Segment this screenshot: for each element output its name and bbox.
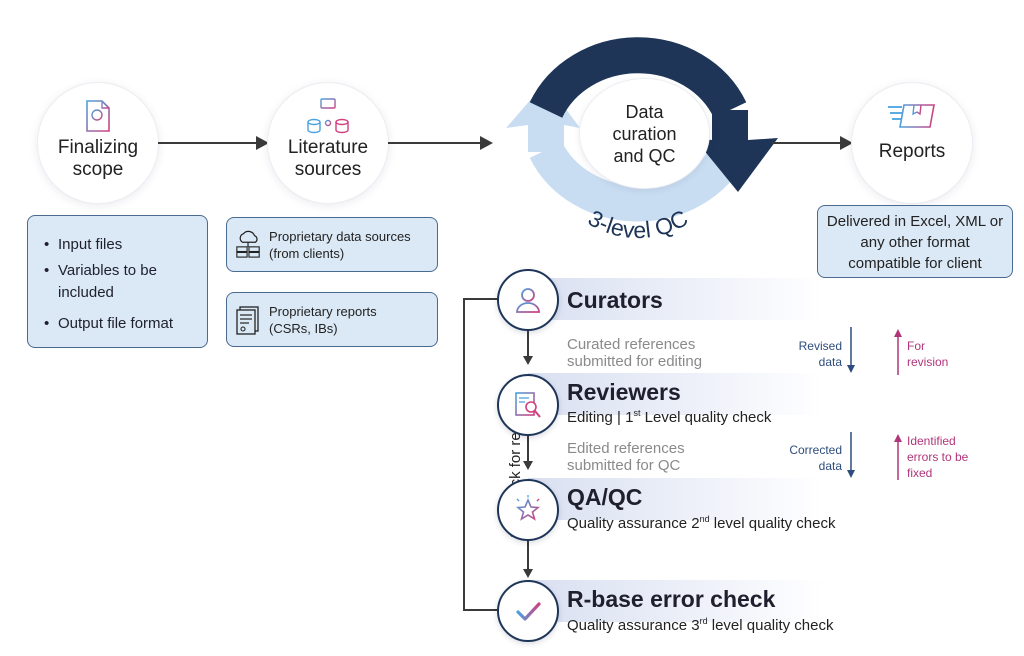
qaqc-subtitle: Quality assurance 2nd level quality chec… [567, 514, 836, 532]
arrow-cycle-to-reports [772, 142, 842, 144]
proprietary-data-label: Proprietary data sources (from clients) [269, 228, 411, 261]
curators-title: Curators [567, 287, 663, 313]
curators-node [497, 269, 559, 331]
reports-stage: Reports [852, 83, 972, 203]
down-arrowhead [523, 356, 533, 365]
database-network-icon [306, 98, 350, 134]
star-icon [515, 495, 541, 521]
report-document-icon [236, 305, 259, 335]
arrowhead [480, 136, 493, 150]
delivery-box: Delivered in Excel, XML or any other for… [817, 205, 1013, 278]
arrow-literature-to-cycle [388, 142, 482, 144]
flow-connector [527, 330, 529, 358]
proprietary-data-box: Proprietary data sources (from clients) [226, 217, 438, 272]
up-arrow-pink [894, 329, 902, 375]
curation-cycle-ring: Curation 3-level QC [506, 0, 778, 243]
rbase-title: R-base error check [567, 586, 776, 612]
reviewers-node [497, 374, 559, 436]
down-arrowhead [523, 569, 533, 578]
report-package-icon [886, 99, 938, 133]
proprietary-reports-label: Proprietary reports (CSRs, IBs) [269, 303, 377, 336]
for-revision-note: For revision [907, 339, 949, 369]
arrow-scope-to-literature [158, 142, 258, 144]
scope-item: Input files [44, 234, 197, 256]
down-arrowhead [523, 461, 533, 470]
rbase-node [497, 580, 559, 642]
literature-sources-label: Literature sources [287, 137, 369, 180]
proprietary-reports-box: Proprietary reports (CSRs, IBs) [226, 292, 438, 347]
up-arrow-pink [894, 434, 902, 480]
cloud-server-icon [236, 230, 260, 258]
scope-details-box: Input files Variables to be included Out… [27, 215, 208, 348]
scope-item: Variables to be included [44, 260, 178, 304]
handoff-2-text: Edited references submitted for QC [567, 440, 685, 474]
down-arrow-blue [847, 327, 855, 373]
reports-label: Reports [878, 141, 946, 162]
user-icon [516, 288, 540, 313]
corrected-data-note: Corrected data [789, 443, 842, 473]
finalizing-scope-label: Finalizing scope [57, 137, 139, 180]
qaqc-node [497, 479, 559, 541]
checkmark-icon [516, 602, 541, 621]
reviewers-title: Reviewers [567, 379, 681, 405]
document-search-icon [515, 392, 541, 418]
curators-band [528, 278, 824, 320]
reviewers-subtitle: Editing | 1st Level quality check [567, 408, 772, 426]
qaqc-band [528, 478, 824, 520]
errors-note: Identified errors to be fixed [907, 434, 969, 480]
scope-item: Output file format [44, 313, 197, 335]
finalizing-scope-stage: Finalizing scope [38, 83, 158, 203]
rbase-subtitle: Quality assurance 3rd level quality chec… [567, 616, 834, 634]
sent-back-loop [463, 298, 499, 611]
curation-arc-label: Curation [588, 0, 688, 29]
flow-connector [527, 435, 529, 463]
qaqc-title: QA/QC [567, 484, 643, 510]
revised-data-note: Revised data [798, 339, 842, 369]
literature-sources-stage: Literature sources [268, 83, 388, 203]
down-arrow-blue [847, 432, 855, 478]
delivery-text: Delivered in Excel, XML or any other for… [826, 213, 1004, 272]
scope-list: Input files Variables to be included Out… [44, 234, 197, 335]
reviewers-band [528, 373, 824, 415]
document-icon [83, 99, 113, 133]
handoff-1-text: Curated references submitted for editing [567, 336, 703, 370]
rbase-band [528, 580, 824, 622]
cycle-center-label: Data curation and QC [580, 79, 709, 188]
flow-connector [527, 540, 529, 570]
arrowhead [256, 136, 269, 150]
arrowhead [840, 136, 853, 150]
